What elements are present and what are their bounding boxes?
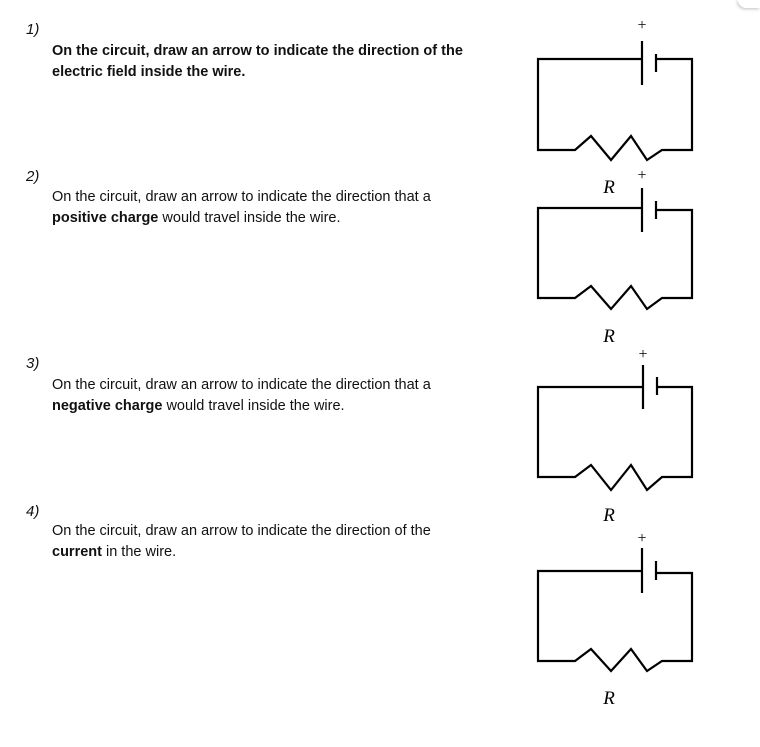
question-number-3: 3): [26, 355, 40, 372]
circuit-diagram-1: + R: [536, 17, 694, 198]
question-2-bold: positive charge: [52, 210, 159, 226]
question-1-line-1: On the circuit, draw an arrow to indicat…: [52, 43, 463, 59]
resistor-label: R: [602, 326, 615, 347]
question-2-rest: would travel inside the wire.: [158, 210, 341, 226]
question-2-line-1: On the circuit, draw an arrow to indicat…: [52, 189, 431, 205]
resistor-label: R: [602, 688, 615, 709]
question-4-line-2: current in the wire.: [52, 542, 492, 563]
question-3-rest: would travel inside the wire.: [162, 398, 345, 414]
resistor-label: R: [602, 177, 615, 198]
circuit-wire-loop: [536, 57, 694, 162]
question-text-2: On the circuit, draw an arrow to indicat…: [52, 187, 492, 229]
question-text-1: On the circuit, draw an arrow to indicat…: [52, 41, 492, 83]
question-3-line-1: On the circuit, draw an arrow to indicat…: [52, 377, 431, 393]
question-4-rest: in the wire.: [101, 544, 177, 560]
circuit-diagram-2: + R: [536, 167, 694, 347]
question-4-bold: current: [52, 544, 102, 560]
battery-plus-sign: +: [638, 346, 647, 363]
question-1-line-2: electric field inside the wire.: [52, 64, 246, 80]
question-text-3: On the circuit, draw an arrow to indicat…: [52, 375, 492, 417]
question-number-4: 4): [26, 503, 40, 520]
circuit-wire-loop: [536, 569, 694, 673]
battery-plus-sign: +: [637, 17, 646, 34]
circuit-wire-loop: [536, 206, 694, 311]
question-number-2: 2): [26, 168, 40, 185]
battery-plus-sign: +: [637, 167, 646, 184]
question-text-4: On the circuit, draw an arrow to indicat…: [52, 521, 492, 563]
question-4-line-1: On the circuit, draw an arrow to indicat…: [52, 523, 431, 539]
battery-plus-sign: +: [637, 530, 646, 547]
window-corner-shadow: [738, 0, 760, 8]
circuit-wire-loop: [536, 385, 694, 492]
question-3-line-2: negative charge would travel inside the …: [52, 396, 492, 417]
question-number-1: 1): [26, 21, 40, 38]
question-2-line-2: positive charge would travel inside the …: [52, 208, 492, 229]
circuit-diagram-3: + R: [536, 346, 694, 526]
circuit-diagram-4: + R: [536, 530, 694, 709]
resistor-label: R: [602, 505, 615, 526]
question-3-bold: negative charge: [52, 398, 163, 414]
